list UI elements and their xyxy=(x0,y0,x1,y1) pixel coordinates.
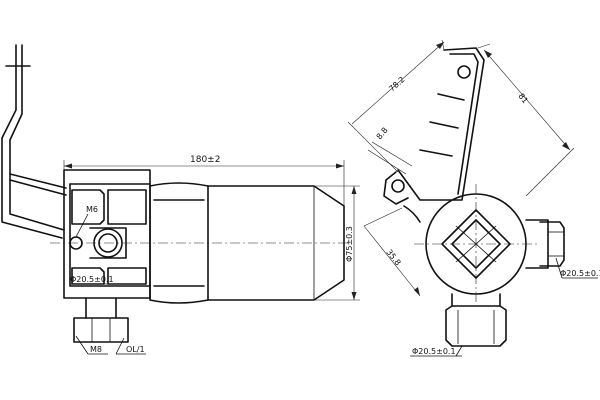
slot-label: 8.8 xyxy=(375,126,390,142)
right-port xyxy=(525,219,565,269)
mounting-bracket xyxy=(1,44,67,239)
slot-dimension: 8.8 xyxy=(367,126,413,175)
side-view: M6 180±2 xyxy=(1,44,360,355)
length-dimension: 180±2 xyxy=(63,155,345,206)
bolt-label: M6 xyxy=(86,205,98,214)
end-bracket xyxy=(383,47,485,223)
diameter-label: Φ75±0.3 xyxy=(345,226,354,262)
right-port-label: Φ20.5±0.1 xyxy=(560,269,600,278)
span-dimension: 81 xyxy=(477,43,575,197)
thread-label: M8 xyxy=(90,345,102,354)
span-label: 81 xyxy=(516,92,529,106)
bottom-port-dimension: Φ20.5±0.1 xyxy=(410,345,463,357)
bottom-fitting xyxy=(73,297,129,343)
thread-leaders: M8 OL/1 xyxy=(75,335,146,355)
offset-dimension: 35.8 xyxy=(363,207,421,297)
offset-label: 35.8 xyxy=(384,248,402,268)
port-dimension: Φ20.5±0.1 xyxy=(70,275,126,285)
length-label: 180±2 xyxy=(190,155,220,165)
bottom-port-label: Φ20.5±0.1 xyxy=(412,347,456,356)
right-port-dimension: Φ20.5±0.1 xyxy=(555,257,600,279)
diameter-dimension: Φ75±0.3 xyxy=(314,185,360,301)
end-view: 78.2 81 8.8 35.8 Φ20.5±0.1 xyxy=(347,39,600,357)
port-label: Φ20.5±0.1 xyxy=(70,275,114,284)
leader-label: OL/1 xyxy=(126,345,145,354)
bottom-port xyxy=(445,293,507,347)
